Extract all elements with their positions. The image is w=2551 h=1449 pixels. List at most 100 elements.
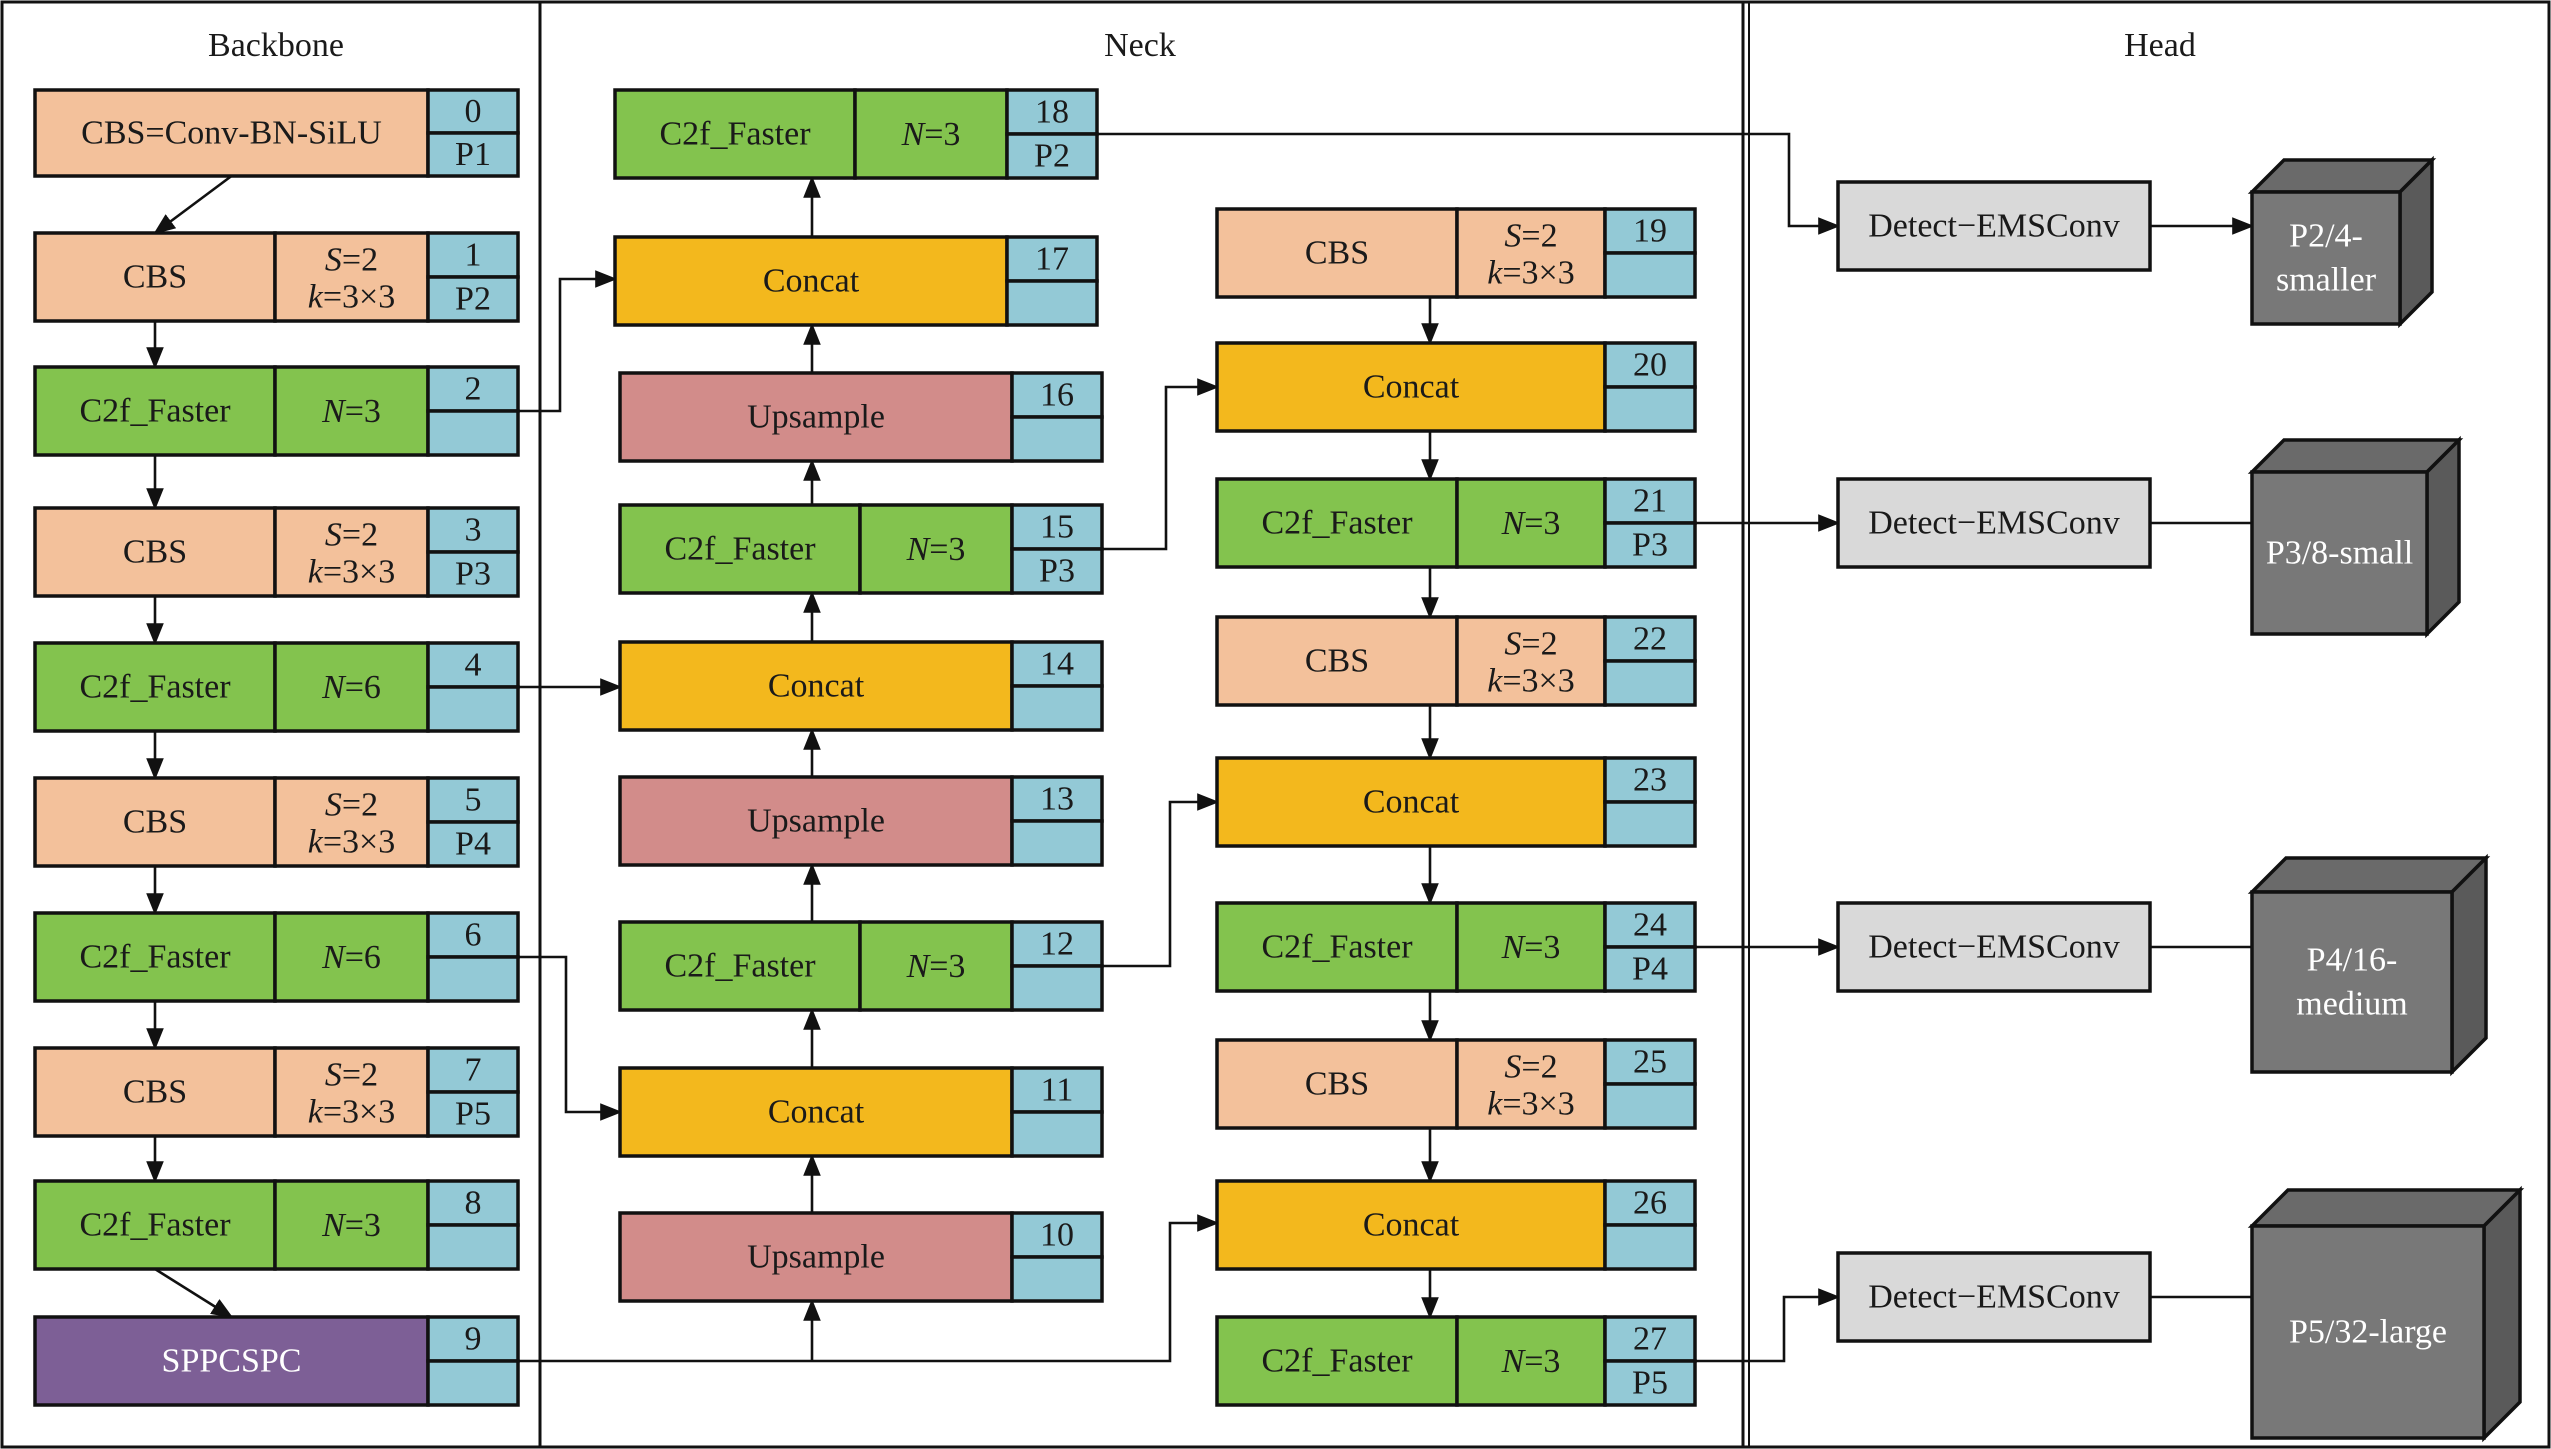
block-0-label: CBS=Conv-BN-SiLU — [81, 115, 382, 152]
block-22-param-2: k=3×3 — [1487, 662, 1574, 699]
block-21-level-cell — [1603, 521, 1697, 569]
block-0-index: 0 — [465, 93, 482, 130]
block-5-label: CBS — [123, 804, 187, 841]
block-1-label: CBS — [123, 259, 187, 296]
detect-box-1 — [1836, 180, 2152, 272]
block-14-label: Concat — [768, 668, 865, 705]
connector-22 — [518, 955, 623, 1121]
block-25-param-2: k=3×3 — [1487, 1085, 1574, 1122]
block-12-index-cell — [1010, 920, 1104, 968]
block-6-label: C2f_Faster — [79, 939, 231, 976]
block-16: Upsample 16 — [618, 371, 1104, 463]
block-5-params — [273, 776, 430, 868]
block-16-index: 16 — [1040, 377, 1074, 414]
block-0-body — [33, 88, 430, 178]
block-8-level-cell — [426, 1223, 520, 1271]
block-8-params — [273, 1179, 430, 1271]
block-24-param-1: N=3 — [1501, 929, 1561, 966]
block-5-level: P4 — [455, 826, 491, 863]
block-21-index-cell — [1603, 477, 1697, 525]
block-2-param-1: N=3 — [321, 393, 381, 430]
block-27-level: P5 — [1632, 1365, 1668, 1402]
output-cube-4: P5/32-large — [2247, 1185, 2525, 1443]
block-17-index: 17 — [1035, 241, 1069, 278]
block-2-params — [273, 365, 430, 457]
block-22-label: CBS — [1305, 643, 1369, 680]
block-23-index-cell — [1603, 756, 1697, 804]
block-21-params — [1455, 477, 1607, 569]
block-1-param-2: k=3×3 — [308, 278, 395, 315]
block-20-label: Concat — [1363, 369, 1460, 406]
block-16-label: Upsample — [747, 399, 885, 436]
block-19-params — [1455, 207, 1607, 299]
block-12-label: C2f_Faster — [664, 948, 816, 985]
block-4-level-cell — [426, 685, 520, 733]
block-21-label: C2f_Faster — [1261, 505, 1413, 542]
cube-side — [2482, 1185, 2522, 1443]
detect-box-3 — [1836, 901, 2152, 993]
block-8-index-cell — [426, 1179, 520, 1227]
block-11-level-cell — [1010, 1110, 1104, 1158]
block-27-level-cell — [1603, 1359, 1697, 1407]
block-22-index: 22 — [1633, 621, 1667, 658]
output-cube-3: P4/16- medium — [2247, 853, 2491, 1077]
block-0-level-cell — [426, 131, 520, 178]
block-1-params — [273, 231, 430, 323]
section-title-head: Head — [2124, 27, 2196, 64]
block-15-params — [858, 503, 1014, 595]
output-label-3-line-1: P4/16- — [2307, 942, 2398, 979]
block-14-index: 14 — [1040, 646, 1074, 683]
block-25-index: 25 — [1633, 1044, 1667, 1081]
block-15-param-1: N=3 — [906, 531, 966, 568]
block-20-index-cell — [1603, 341, 1697, 389]
block-4-param-1: N=6 — [321, 669, 381, 706]
connector-24 — [1102, 793, 1220, 968]
block-4-index: 4 — [465, 647, 482, 684]
block-25-level-cell — [1603, 1082, 1697, 1130]
block-6-param-1: N=6 — [321, 939, 381, 976]
output-label-3-line-2: medium — [2296, 986, 2407, 1023]
block-10-level-cell — [1010, 1255, 1104, 1303]
block-10-index: 10 — [1040, 1217, 1074, 1254]
block-13-index-cell — [1010, 775, 1104, 823]
block-7-level: P5 — [455, 1096, 491, 1133]
block-7-level-cell — [426, 1090, 520, 1138]
block-18-body — [613, 88, 857, 180]
block-25-param-1: S=2 — [1504, 1048, 1557, 1085]
block-18-level-cell — [1005, 132, 1099, 180]
block-19-index: 19 — [1633, 213, 1667, 250]
block-8-param-1: N=3 — [321, 1207, 381, 1244]
output-label-4: P5/32-large — [2289, 1314, 2447, 1351]
output-label-2: P3/8-small — [2266, 535, 2413, 572]
block-1-index: 1 — [465, 237, 482, 274]
cube-front — [2250, 1224, 2486, 1440]
block-16-level-cell — [1010, 415, 1104, 463]
cube-side — [2425, 435, 2461, 639]
block-7-param-1: S=2 — [325, 1056, 378, 1093]
block-5-index-cell — [426, 776, 520, 824]
block-26-body — [1215, 1179, 1607, 1271]
block-14-index-cell — [1010, 640, 1104, 688]
block-5-level-cell — [426, 820, 520, 868]
block-19-param-1: S=2 — [1504, 217, 1557, 254]
